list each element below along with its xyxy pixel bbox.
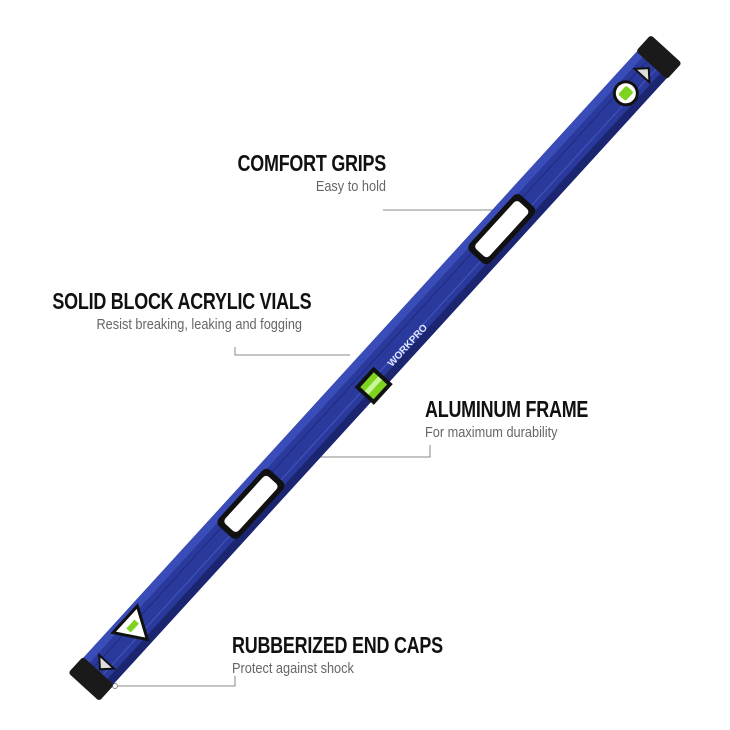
callout-subtitle: Protect against shock: [232, 660, 354, 677]
callout-aluminum-frame: ALUMINUM FRAME For maximum durability: [425, 396, 634, 441]
callout-title: RUBBERIZED END CAPS: [232, 632, 443, 658]
callout-title: COMFORT GRIPS: [237, 150, 387, 176]
callout-title: ALUMINUM FRAME: [425, 396, 589, 422]
callout-subtitle: Easy to hold: [315, 178, 386, 195]
callout-title: SOLID BLOCK ACRYLIC VIALS: [52, 288, 312, 314]
center-vial: [354, 366, 393, 405]
callout-lines: [112, 207, 505, 689]
grip-bottom: [217, 468, 285, 539]
callout-comfort-grips: COMFORT GRIPS Easy to hold: [86, 150, 387, 195]
plumb-vial-top: [612, 80, 639, 107]
end-caps-line: [117, 676, 236, 687]
end-cap-top: [637, 36, 681, 79]
angle-vial-bottom: [110, 603, 150, 642]
callout-end-caps: RUBBERIZED END CAPS Protect against shoc…: [232, 632, 502, 677]
grip-top: [468, 194, 536, 265]
aluminum-frame-line: [312, 445, 431, 458]
acrylic-vials-line: [234, 347, 350, 356]
callout-subtitle: Resist breaking, leaking and fogging: [96, 316, 302, 333]
spirit-level: WORKPRO: [69, 36, 681, 700]
callout-subtitle: For maximum durability: [425, 424, 558, 441]
end-cap-bottom: [69, 657, 113, 700]
callout-acrylic-vials: SOLID BLOCK ACRYLIC VIALS Resist breakin…: [0, 288, 312, 333]
